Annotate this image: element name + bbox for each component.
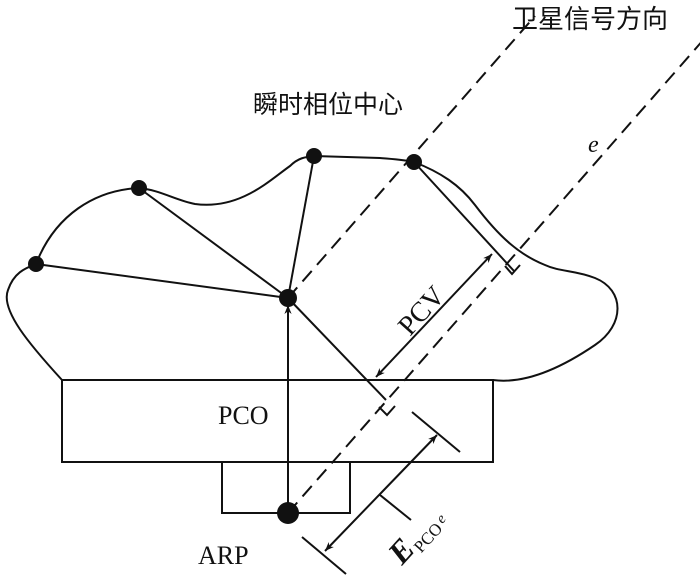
right-angle-mark bbox=[504, 264, 521, 276]
perpendicular-line bbox=[413, 161, 515, 272]
phase-center-surface bbox=[5, 154, 619, 382]
instant-phase-center-label: 瞬时相位中心 bbox=[253, 90, 403, 119]
phase-point bbox=[131, 180, 147, 196]
radial-line bbox=[287, 155, 315, 299]
pco-block bbox=[61, 379, 494, 463]
phase-point bbox=[306, 148, 322, 164]
epco-tick-lower bbox=[301, 536, 347, 575]
pcv-label: PCV bbox=[392, 280, 451, 341]
right-angle-mark bbox=[378, 405, 396, 417]
arp-point bbox=[277, 502, 299, 524]
pco-label: PCO bbox=[218, 401, 269, 430]
epco-tick-upper bbox=[411, 411, 461, 453]
signal-line-arp bbox=[287, 42, 700, 514]
epco-tick-mid bbox=[379, 494, 412, 521]
mean-phase-center-point bbox=[279, 289, 297, 307]
radial-line bbox=[35, 263, 289, 299]
arp-label: ARP bbox=[198, 541, 249, 570]
unit-vector-label: e bbox=[588, 132, 599, 158]
radial-line bbox=[138, 187, 289, 299]
phase-point bbox=[28, 256, 44, 272]
epco-label: E PCO e bbox=[380, 511, 450, 571]
satellite-direction-label: 卫星信号方向 bbox=[512, 5, 668, 35]
epco-arrow bbox=[324, 434, 438, 552]
phase-point bbox=[406, 154, 422, 170]
pcv-arrow bbox=[375, 253, 493, 378]
perpendicular-line bbox=[287, 297, 387, 401]
